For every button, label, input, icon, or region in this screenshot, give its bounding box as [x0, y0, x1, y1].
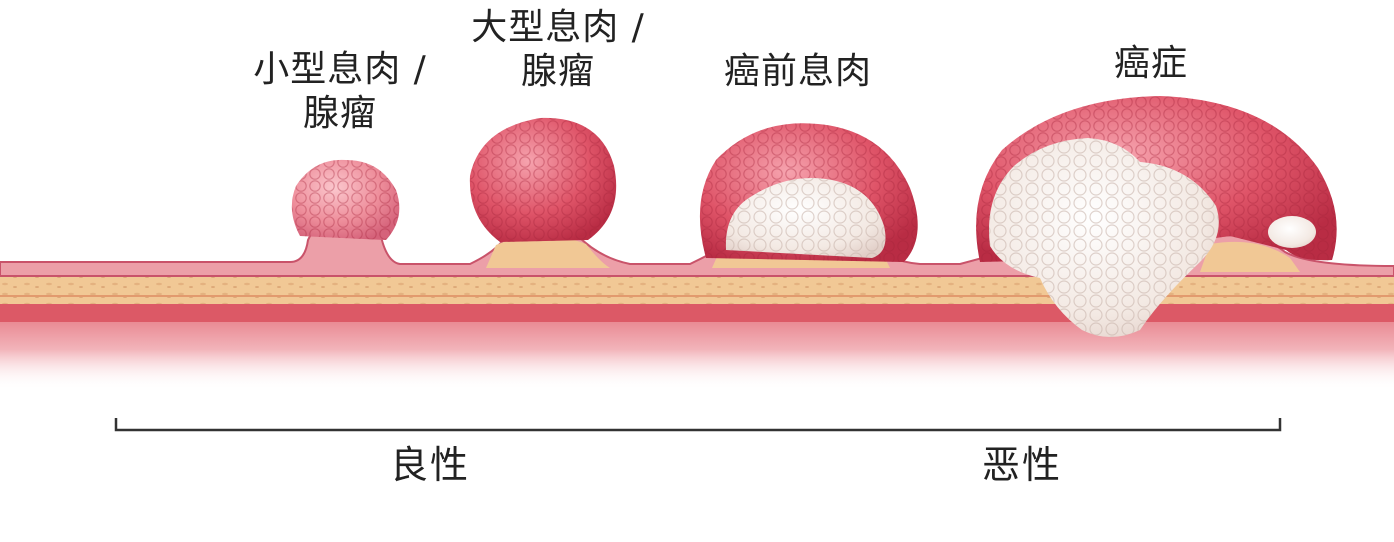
label-precancerous-polyp: 癌前息肉 — [698, 50, 898, 94]
label-cancer: 癌症 — [1096, 42, 1206, 86]
label-malignant: 恶性 — [942, 442, 1102, 488]
label-small-polyp: 小型息肉 / 腺瘤 — [240, 48, 440, 136]
label-precancerous-polyp-line1: 癌前息肉 — [698, 50, 898, 94]
label-large-polyp: 大型息肉 / 腺瘤 — [458, 6, 658, 94]
precancerous-polyp — [700, 123, 918, 262]
label-small-polyp-line1: 小型息肉 / — [240, 48, 440, 92]
classification-bracket — [116, 418, 1280, 430]
label-benign: 良性 — [350, 442, 510, 488]
label-large-polyp-line2: 腺瘤 — [458, 50, 658, 94]
label-large-polyp-line1: 大型息肉 / — [458, 6, 658, 50]
label-cancer-line1: 癌症 — [1096, 42, 1206, 86]
small-polyp — [292, 160, 400, 240]
label-small-polyp-line2: 腺瘤 — [240, 92, 440, 136]
large-polyp — [470, 118, 616, 242]
